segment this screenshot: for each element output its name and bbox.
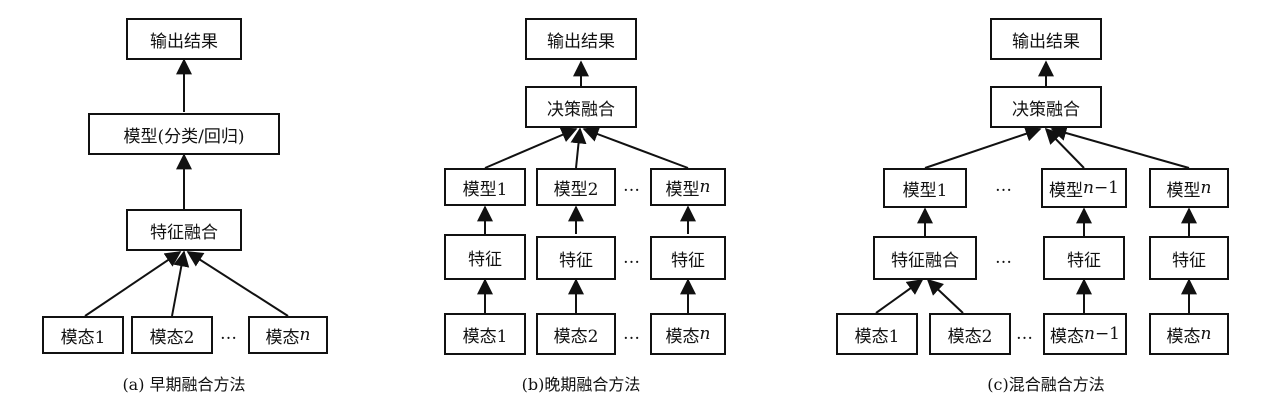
hybrid-modality-n-minus-1-prefix: 模态 [1049,326,1084,347]
hybrid-feature-ellipsis: … [995,248,1012,268]
hybrid-modality-2-label: 模态2 [947,326,993,347]
late-feature-n-box: 特征 [650,236,726,280]
late-caption: (b)晚期融合方法 [521,375,641,394]
hybrid-model-1-label: 模型1 [902,180,948,201]
hybrid-feature-n-minus-1-label: 特征 [1067,250,1101,271]
hybrid-model-n-prefix: 模型 [1166,180,1201,201]
arrow [84,251,182,317]
late-model-1-label: 模型1 [462,179,508,200]
early-ellipsis: … [220,324,237,344]
early-feature-fusion-label: 特征融合 [150,222,218,243]
late-feature-2-label: 特征 [559,250,593,271]
hybrid-modality-n-var: n [1200,324,1212,344]
late-decision-fusion-label: 决策融合 [547,99,615,120]
hybrid-modality-n-minus-1-var: n [1083,324,1095,344]
early-feature-fusion-box: 特征融合 [126,209,242,251]
arrow [484,127,578,169]
hybrid-caption: (c)混合融合方法 [987,375,1105,394]
hybrid-modality-1-label: 模态1 [854,326,900,347]
late-feature-1-box: 特征 [444,234,526,280]
hybrid-feature-fusion-label: 特征融合 [891,250,959,271]
late-model-2-box: 模型2 [536,168,616,206]
late-feature-2-box: 特征 [536,236,616,280]
arrow [582,126,689,169]
late-model-n-var: n [699,177,711,197]
late-output-box: 输出结果 [525,18,637,60]
early-modality-n-var: n [299,325,311,345]
late-output-label: 输出结果 [547,31,615,52]
late-model-n-prefix: 模型 [665,179,700,200]
hybrid-model-n-var: n [1200,178,1212,198]
hybrid-output-label: 输出结果 [1012,31,1080,52]
hybrid-feature-n-minus-1-box: 特征 [1043,236,1125,280]
early-modality-1-label: 模态1 [60,327,106,348]
late-modality-1-box: 模态1 [444,313,526,355]
arrow [171,250,190,317]
hybrid-model-n-minus-1-prefix: 模型 [1048,180,1083,201]
arrow [926,278,964,314]
late-modality-n-prefix: 模态 [665,326,700,347]
early-model-label: 模型(分类/回归) [123,126,245,147]
hybrid-modality-n-prefix: 模态 [1166,326,1201,347]
hybrid-modality-ellipsis: … [1016,324,1033,344]
late-model-ellipsis: … [623,176,640,196]
early-modality-1-box: 模态1 [42,316,124,354]
hybrid-model-n-minus-1-suffix: −1 [1093,178,1119,198]
early-modality-2-box: 模态2 [131,316,213,354]
arrow [1044,127,1085,169]
hybrid-output-box: 输出结果 [990,18,1102,60]
late-feature-1-label: 特征 [468,249,502,270]
late-modality-2-label: 模态2 [553,326,599,347]
late-feature-n-label: 特征 [671,250,705,271]
arrow [186,251,289,317]
hybrid-feature-fusion-box: 特征融合 [873,236,977,280]
hybrid-decision-fusion-label: 决策融合 [1012,99,1080,120]
early-modality-2-label: 模态2 [149,327,195,348]
early-output-label: 输出结果 [150,31,218,52]
early-model-box: 模型(分类/回归) [88,113,280,155]
early-output-box: 输出结果 [126,18,242,60]
arrow [875,279,924,314]
early-modality-n-prefix: 模态 [265,327,300,348]
hybrid-model-1-box: 模型1 [883,168,967,208]
hybrid-feature-n-label: 特征 [1172,250,1206,271]
late-feature-ellipsis: … [623,248,640,268]
hybrid-model-n-minus-1-var: n [1082,178,1094,198]
late-modality-1-label: 模态1 [462,326,508,347]
early-caption: (a) 早期融合方法 [122,375,246,394]
late-modality-ellipsis: … [623,324,640,344]
arrow [570,127,587,169]
hybrid-modality-n-minus-1-suffix: −1 [1094,324,1120,344]
hybrid-feature-n-box: 特征 [1149,236,1229,280]
hybrid-model-ellipsis: … [995,176,1012,196]
hybrid-modality-1-box: 模态1 [836,313,918,355]
late-modality-n-var: n [699,324,711,344]
hybrid-modality-2-box: 模态2 [929,313,1011,355]
arrow [1050,125,1190,169]
late-modality-2-box: 模态2 [536,313,616,355]
hybrid-decision-fusion-box: 决策融合 [990,86,1102,128]
late-model-1-box: 模型1 [444,168,526,206]
late-decision-fusion-box: 决策融合 [525,86,637,128]
arrow [924,126,1042,169]
late-model-2-label: 模型2 [553,179,599,200]
